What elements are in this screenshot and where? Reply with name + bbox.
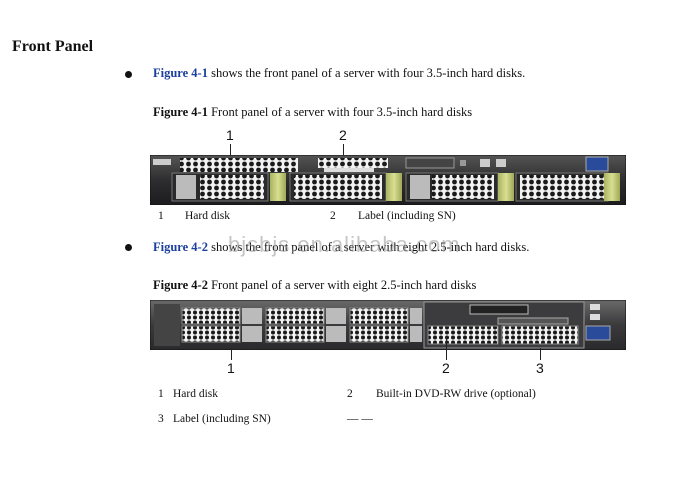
figure-4-1-callout-1: 1 bbox=[226, 127, 234, 143]
callout-leader bbox=[540, 348, 541, 360]
bullet-dot bbox=[125, 244, 132, 251]
figure-4-2-callout-1: 1 bbox=[227, 360, 235, 376]
legend-num: 1 bbox=[158, 210, 164, 222]
legend-num: 2 bbox=[330, 210, 336, 222]
server-front-panel-8-disk-image bbox=[150, 300, 626, 350]
bullet-dot bbox=[125, 71, 132, 78]
legend-text: — — bbox=[347, 413, 373, 425]
figure-4-1-link[interactable]: Figure 4-1 bbox=[153, 66, 208, 80]
bullet-paragraph-2: Figure 4-2 shows the front panel of a se… bbox=[153, 240, 529, 255]
watermark: bjsbjs.en.alibaba.com bbox=[228, 232, 461, 257]
figure-4-2-caption: Figure 4-2 Front panel of a server with … bbox=[153, 278, 476, 293]
legend-num: 2 bbox=[347, 388, 353, 400]
bullet-text-2: shows the front panel of a server with e… bbox=[207, 240, 530, 254]
legend-text: Built-in DVD-RW drive (optional) bbox=[376, 388, 536, 400]
figure-4-2-callout-3: 3 bbox=[536, 360, 544, 376]
callout-leader bbox=[446, 336, 447, 360]
figure-4-2-link[interactable]: Figure 4-2 bbox=[153, 240, 208, 254]
server-front-panel-4-disk-image bbox=[150, 155, 626, 205]
legend-text: Label (including SN) bbox=[358, 210, 456, 222]
figure-4-2-callout-2: 2 bbox=[442, 360, 450, 376]
legend-text: Hard disk bbox=[185, 210, 231, 222]
legend-num: 1 bbox=[158, 388, 164, 400]
figure-4-1-caption: Figure 4-1 Front panel of a server with … bbox=[153, 105, 472, 120]
figure-4-2-caption-label: Figure 4-2 bbox=[153, 278, 208, 292]
figure-4-1-caption-label: Figure 4-1 bbox=[153, 105, 208, 119]
bullet-paragraph-1: Figure 4-1 shows the front panel of a se… bbox=[153, 66, 525, 81]
callout-leader bbox=[231, 348, 232, 360]
legend-text: Hard disk bbox=[173, 388, 219, 400]
legend-num: 3 bbox=[158, 413, 164, 425]
figure-4-2-caption-text: Front panel of a server with eight 2.5-i… bbox=[207, 278, 477, 292]
section-title: Front Panel bbox=[12, 38, 94, 55]
legend-text: Label (including SN) bbox=[173, 413, 271, 425]
bullet-text-1: shows the front panel of a server with f… bbox=[207, 66, 526, 80]
figure-4-1-callout-2: 2 bbox=[339, 127, 347, 143]
figure-4-1-caption-text: Front panel of a server with four 3.5-in… bbox=[207, 105, 473, 119]
